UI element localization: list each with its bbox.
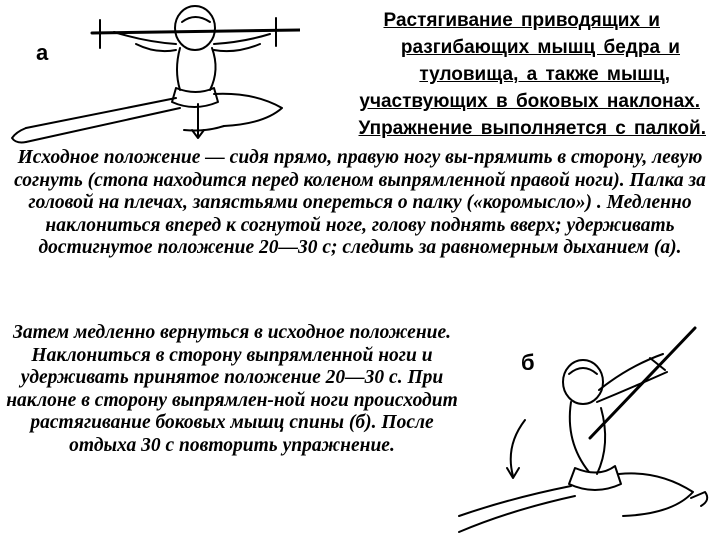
title-line-5: Упражнение выполняется с палкой. bbox=[358, 118, 707, 139]
figure-label-b: б bbox=[521, 350, 535, 375]
exercise-figure-a bbox=[0, 0, 300, 150]
title-line-3: туловища, а также мышц, bbox=[419, 64, 670, 85]
title-line-2: разгибающих мышц бедра и bbox=[400, 37, 680, 58]
instruction-paragraph-2: Затем медленно вернуться в исходное поло… bbox=[6, 322, 458, 456]
title-line-4: участвующих в боковых наклонах. bbox=[359, 91, 700, 112]
title-line-1: Растягивание приводящих и bbox=[383, 10, 660, 31]
figure-label-a: а bbox=[36, 40, 49, 65]
exercise-figure-b bbox=[455, 318, 720, 540]
instruction-paragraph-1: Исходное положение — сидя прямо, правую … bbox=[14, 147, 706, 258]
